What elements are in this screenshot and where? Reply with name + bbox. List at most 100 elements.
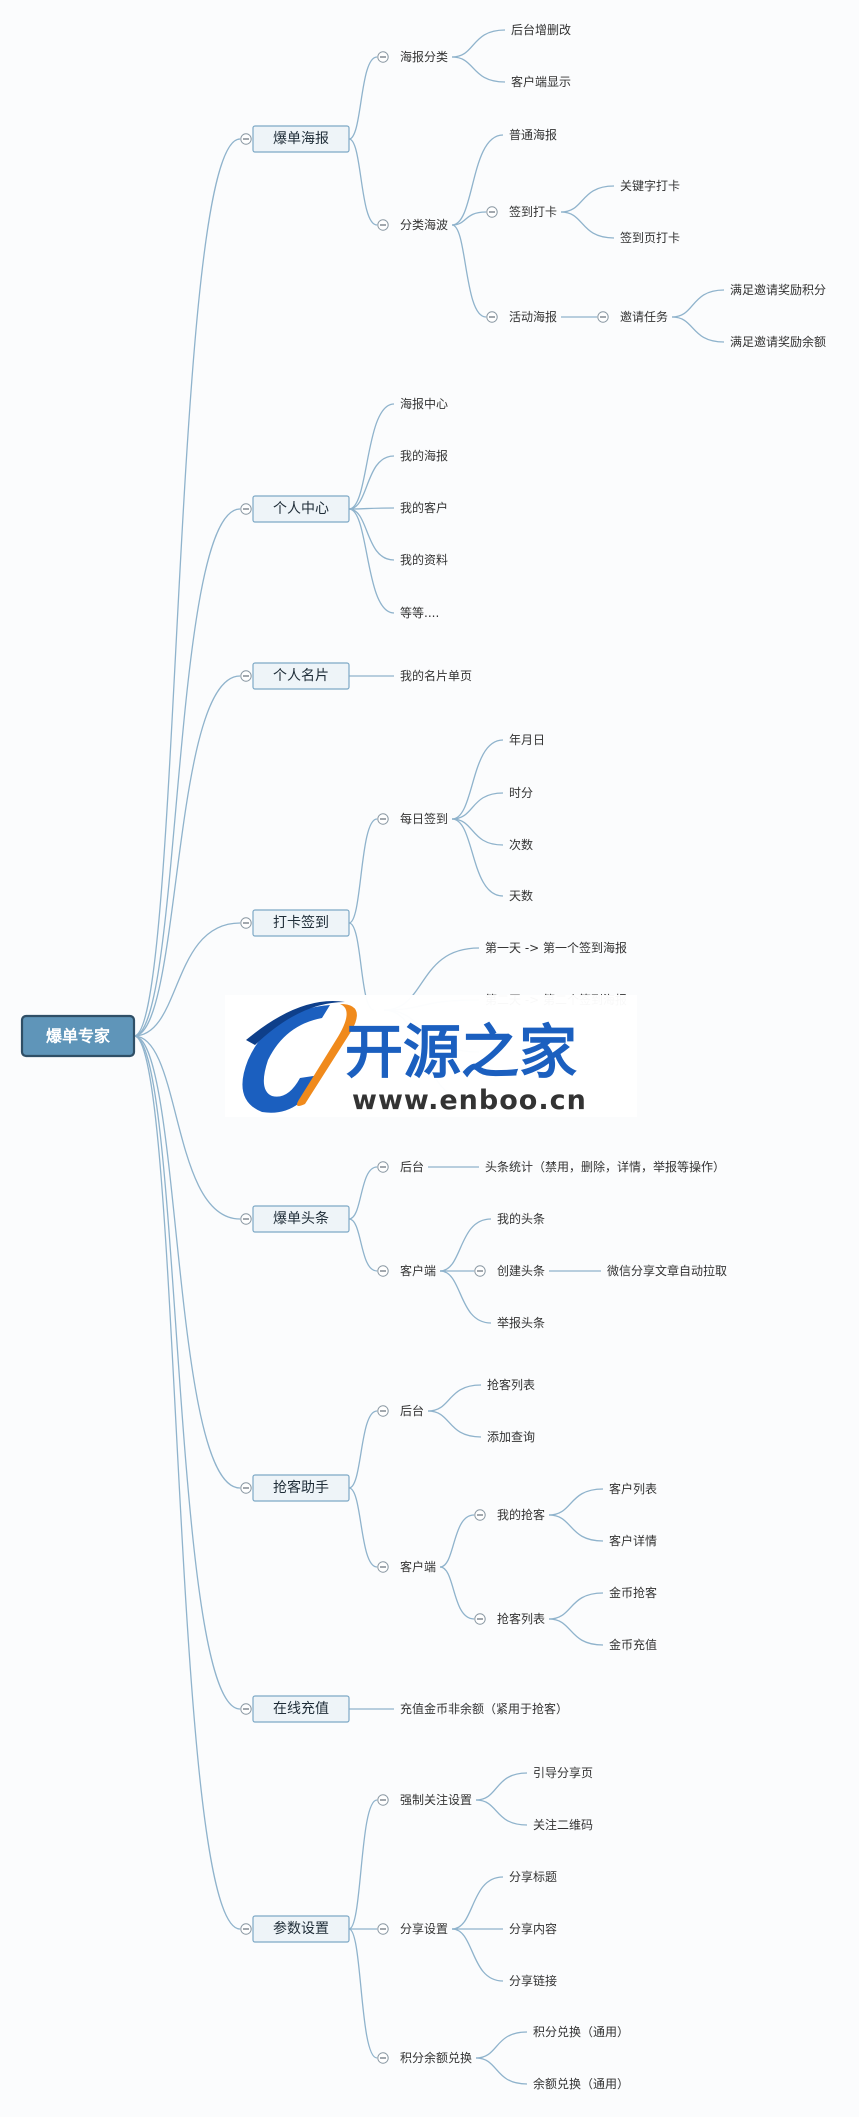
node-n8a1[interactable]: 引导分享页	[533, 1765, 593, 1780]
node-n6b1a[interactable]: 客户列表	[609, 1481, 657, 1496]
node-n2e[interactable]: 等等....	[400, 606, 439, 620]
node-n1b2b[interactable]: 签到页打卡	[620, 230, 680, 245]
edge-n5b-to-n5b3	[439, 1270, 492, 1324]
collapse-toggle-n6b1[interactable]	[474, 1509, 486, 1521]
collapse-toggle-n4a[interactable]	[377, 813, 389, 825]
node-n3[interactable]: 个人名片	[240, 662, 350, 690]
root-topic-box[interactable]	[20, 1014, 136, 1058]
main-topic-box[interactable]	[252, 1915, 350, 1943]
node-n6b1b[interactable]: 客户详情	[609, 1533, 657, 1548]
node-n1[interactable]: 爆单海报	[240, 125, 350, 153]
collapse-toggle-n1[interactable]	[240, 133, 252, 145]
collapse-toggle-n2[interactable]	[240, 503, 252, 515]
node-n2a[interactable]: 海报中心	[400, 396, 448, 411]
node-n8b[interactable]: 分享设置	[377, 1921, 448, 1936]
node-n8b1[interactable]: 分享标题	[509, 1869, 557, 1884]
node-n1b3[interactable]: 活动海报	[486, 309, 557, 324]
node-n1b2a[interactable]: 关键字打卡	[620, 178, 680, 193]
main-topic-box[interactable]	[252, 1474, 350, 1502]
node-n6a2[interactable]: 添加查询	[487, 1430, 535, 1444]
node-n2c[interactable]: 我的客户	[400, 500, 448, 515]
node-n8a[interactable]: 强制关注设置	[377, 1792, 472, 1807]
node-n6b[interactable]: 客户端	[377, 1559, 436, 1574]
node-n5b1[interactable]: 我的头条	[497, 1211, 545, 1226]
node-n8c[interactable]: 积分余额兑换	[377, 2050, 472, 2065]
collapse-toggle-n8c[interactable]	[377, 2052, 389, 2064]
node-n1b1[interactable]: 普通海报	[509, 127, 557, 142]
node-n1b[interactable]: 分类海波	[377, 217, 448, 232]
node-n3a[interactable]: 我的名片单页	[400, 668, 472, 683]
node-n8[interactable]: 参数设置	[240, 1915, 350, 1943]
node-n8b2[interactable]: 分享内容	[509, 1921, 557, 1936]
node-n7a[interactable]: 充值金币非余额（紧用于抢客）	[400, 1701, 568, 1716]
node-n5b2[interactable]: 创建头条	[474, 1264, 545, 1278]
node-n5b2a[interactable]: 微信分享文章自动拉取	[607, 1263, 727, 1278]
main-topic-box[interactable]	[252, 662, 350, 690]
node-n4a4[interactable]: 天数	[509, 888, 533, 903]
main-topic-box[interactable]	[252, 125, 350, 153]
node-n4a2[interactable]: 时分	[509, 786, 533, 800]
main-topic-box[interactable]	[252, 495, 350, 523]
collapse-toggle-n1b[interactable]	[377, 219, 389, 231]
collapse-toggle-n1b3[interactable]	[486, 311, 498, 323]
edge-root-to-n5	[133, 1035, 241, 1220]
edge-n6b-to-n6b2	[439, 1566, 475, 1620]
node-n1b3a2[interactable]: 满足邀请奖励余额	[730, 334, 826, 349]
node-n5a1[interactable]: 头条统计（禁用，删除，详情，举报等操作）	[485, 1159, 725, 1174]
node-n1a1[interactable]: 后台增删改	[511, 22, 571, 37]
node-n5b[interactable]: 客户端	[377, 1263, 436, 1278]
node-n4a1[interactable]: 年月日	[509, 733, 545, 747]
collapse-toggle-n1a[interactable]	[377, 51, 389, 63]
collapse-toggle-n4[interactable]	[240, 917, 252, 929]
collapse-toggle-n5b2[interactable]	[474, 1265, 486, 1277]
collapse-toggle-n3[interactable]	[240, 670, 252, 682]
node-n4[interactable]: 打卡签到	[240, 909, 350, 937]
node-n6b2b[interactable]: 金币充值	[609, 1637, 657, 1652]
node-n6b2[interactable]: 抢客列表	[474, 1611, 545, 1626]
collapse-toggle-n8b[interactable]	[377, 1923, 389, 1935]
collapse-toggle-n1b2[interactable]	[486, 206, 498, 218]
node-n5b3[interactable]: 举报头条	[497, 1315, 545, 1330]
node-n1b3a[interactable]: 邀请任务	[597, 309, 668, 324]
node-n7[interactable]: 在线充值	[240, 1695, 350, 1723]
node-n1a[interactable]: 海报分类	[377, 49, 448, 64]
node-n1b3a1[interactable]: 满足邀请奖励积分	[730, 282, 826, 297]
node-n6[interactable]: 抢客助手	[240, 1474, 350, 1502]
node-n8b3[interactable]: 分享链接	[509, 1973, 557, 1988]
collapse-toggle-n6a[interactable]	[377, 1405, 389, 1417]
collapse-toggle-n5[interactable]	[240, 1213, 252, 1225]
node-n4b1[interactable]: 第一天 -> 第一个签到海报	[485, 940, 627, 955]
node-n6b2a[interactable]: 金币抢客	[609, 1585, 657, 1600]
node-n8c1[interactable]: 积分兑换（通用）	[533, 2025, 629, 2039]
collapse-toggle-n6b[interactable]	[377, 1561, 389, 1573]
collapse-toggle-n1b3a[interactable]	[597, 311, 609, 323]
collapse-toggle-n7[interactable]	[240, 1703, 252, 1715]
node-n5[interactable]: 爆单头条	[240, 1205, 350, 1233]
node-n1a2[interactable]: 客户端显示	[511, 74, 571, 89]
node-root[interactable]: 爆单专家	[20, 1014, 136, 1058]
node-n4a[interactable]: 每日签到	[377, 811, 448, 826]
node-n2d[interactable]: 我的资料	[400, 552, 448, 567]
node-n8c2[interactable]: 余额兑换（通用）	[533, 2076, 629, 2091]
collapse-toggle-n8[interactable]	[240, 1923, 252, 1935]
collapse-toggle-n8a[interactable]	[377, 1794, 389, 1806]
node-n6b1[interactable]: 我的抢客	[474, 1507, 545, 1522]
node-n6a1[interactable]: 抢客列表	[487, 1377, 535, 1392]
node-n5a[interactable]: 后台	[377, 1159, 424, 1174]
main-topic-box[interactable]	[252, 909, 350, 937]
node-label-n4a1: 年月日	[509, 733, 545, 747]
collapse-toggle-n5a[interactable]	[377, 1161, 389, 1173]
collapse-toggle-n6[interactable]	[240, 1482, 252, 1494]
main-topic-box[interactable]	[252, 1695, 350, 1723]
node-n4a3[interactable]: 次数	[509, 837, 533, 852]
node-n2[interactable]: 个人中心	[240, 495, 350, 523]
collapse-toggle-n5b[interactable]	[377, 1265, 389, 1277]
collapse-toggle-n6b2[interactable]	[474, 1613, 486, 1625]
node-label-n6b: 客户端	[400, 1559, 436, 1574]
node-n2b[interactable]: 我的海报	[400, 448, 448, 463]
node-label-n6a: 后台	[400, 1403, 424, 1418]
node-n6a[interactable]: 后台	[377, 1403, 424, 1418]
node-n8a2[interactable]: 关注二维码	[533, 1817, 593, 1832]
main-topic-box[interactable]	[252, 1205, 350, 1233]
node-n1b2[interactable]: 签到打卡	[486, 204, 557, 219]
